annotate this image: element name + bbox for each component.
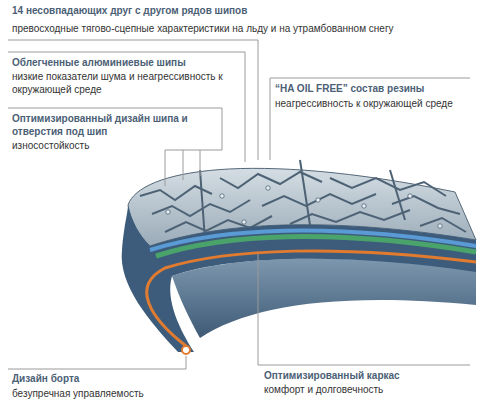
callout-heading: Облегченные алюминиевые шипы [12, 56, 232, 69]
callout-heading: Оптимизированный каркас [264, 369, 484, 382]
callout-text: неагрессивность к окружающей среде [275, 97, 475, 110]
callout-heading: Оптимизированный дизайн шипа и отверстия… [12, 112, 212, 138]
callout-text: комфорт и долговечность [264, 383, 484, 396]
callout-heading: “HA OIL FREE” состав резины [275, 82, 475, 95]
callout-heading: Дизайн борта [12, 372, 212, 385]
callout-text: безупречная управляемость [12, 387, 212, 400]
callout-text: низкие показатели шума и неагрессивность… [12, 70, 232, 96]
callout-text: превосходные тягово-сцепные характеристи… [12, 22, 482, 35]
callout-heading: 14 несовпадающих друг с другом рядов шип… [12, 4, 482, 17]
callout-text: износостойкость [12, 139, 152, 152]
